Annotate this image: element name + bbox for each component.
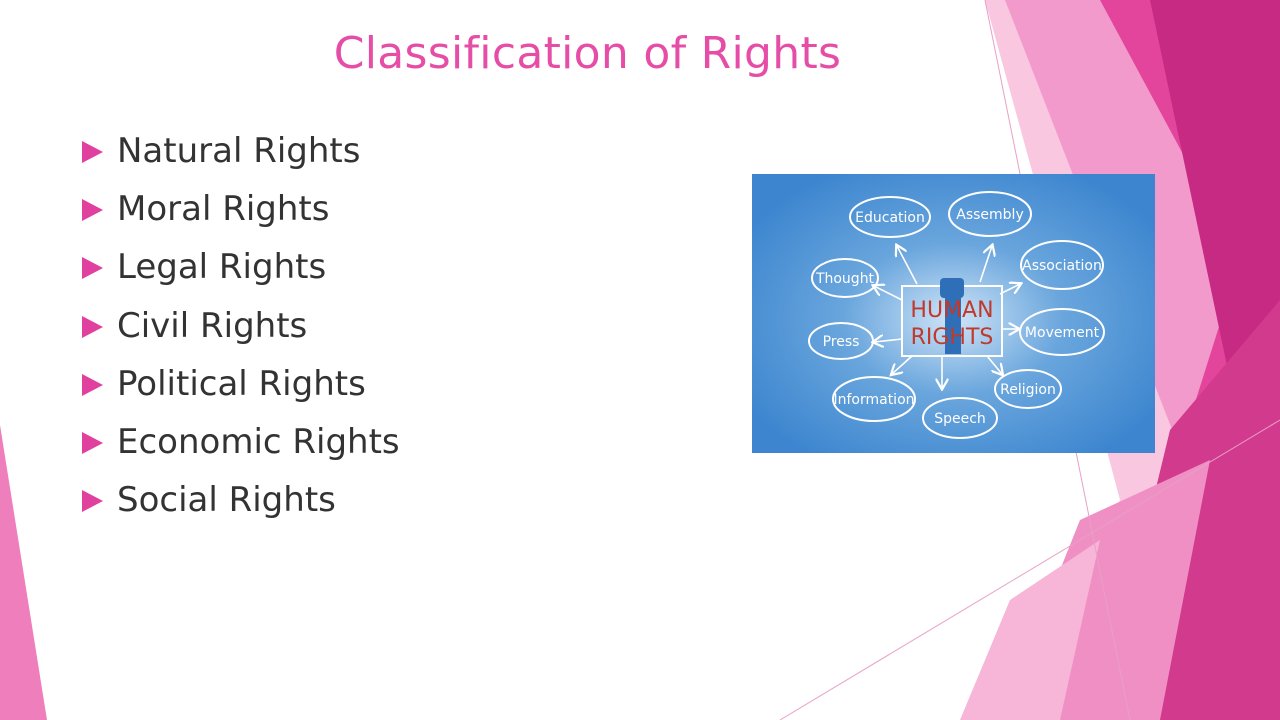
list-item: Natural Rights <box>82 122 400 180</box>
list-item: Political Rights <box>82 355 400 413</box>
triangle-bullet-icon <box>82 315 103 338</box>
bubble-label: Religion <box>1000 382 1056 398</box>
slide-title: Classification of Rights <box>333 28 842 79</box>
illustration-center-text-line2: RIGHTS <box>911 325 994 350</box>
bubble-label: Education <box>855 210 925 226</box>
bubble-label: Press <box>823 334 860 350</box>
triangle-bullet-icon <box>82 490 103 513</box>
bubble-label: Thought <box>815 271 875 287</box>
list-item-label: Political Rights <box>117 363 366 404</box>
bubble-label: Association <box>1022 258 1102 274</box>
triangle-bullet-icon <box>82 257 103 280</box>
list-item-label: Natural Rights <box>117 131 361 172</box>
triangle-bullet-icon <box>82 141 103 164</box>
triangle-bullet-icon <box>82 373 103 396</box>
list-item: Legal Rights <box>82 238 400 296</box>
list-item: Social Rights <box>82 471 400 529</box>
bubble-label: Assembly <box>956 207 1023 223</box>
list-item: Civil Rights <box>82 297 400 355</box>
list-item: Economic Rights <box>82 413 400 471</box>
list-item-label: Economic Rights <box>117 422 400 463</box>
raised-fist-icon <box>940 278 964 354</box>
bubble-label: Movement <box>1025 325 1100 341</box>
triangle-bullet-icon <box>82 432 103 455</box>
triangle-bullet-icon <box>82 199 103 222</box>
list-item-label: Civil Rights <box>117 305 308 346</box>
human-rights-illustration: HUMAN RIGHTS Education Assembly Thought … <box>752 174 1155 453</box>
list-item-label: Legal Rights <box>117 247 327 288</box>
list-item-label: Social Rights <box>117 480 336 521</box>
list-item-label: Moral Rights <box>117 189 330 230</box>
list-item: Moral Rights <box>82 180 400 238</box>
bubble-label: Information <box>833 392 914 408</box>
bubble-label: Speech <box>934 411 986 427</box>
rights-list: Natural Rights Moral Rights Legal Rights… <box>82 122 400 529</box>
illustration-center-text-line1: HUMAN <box>910 298 993 323</box>
